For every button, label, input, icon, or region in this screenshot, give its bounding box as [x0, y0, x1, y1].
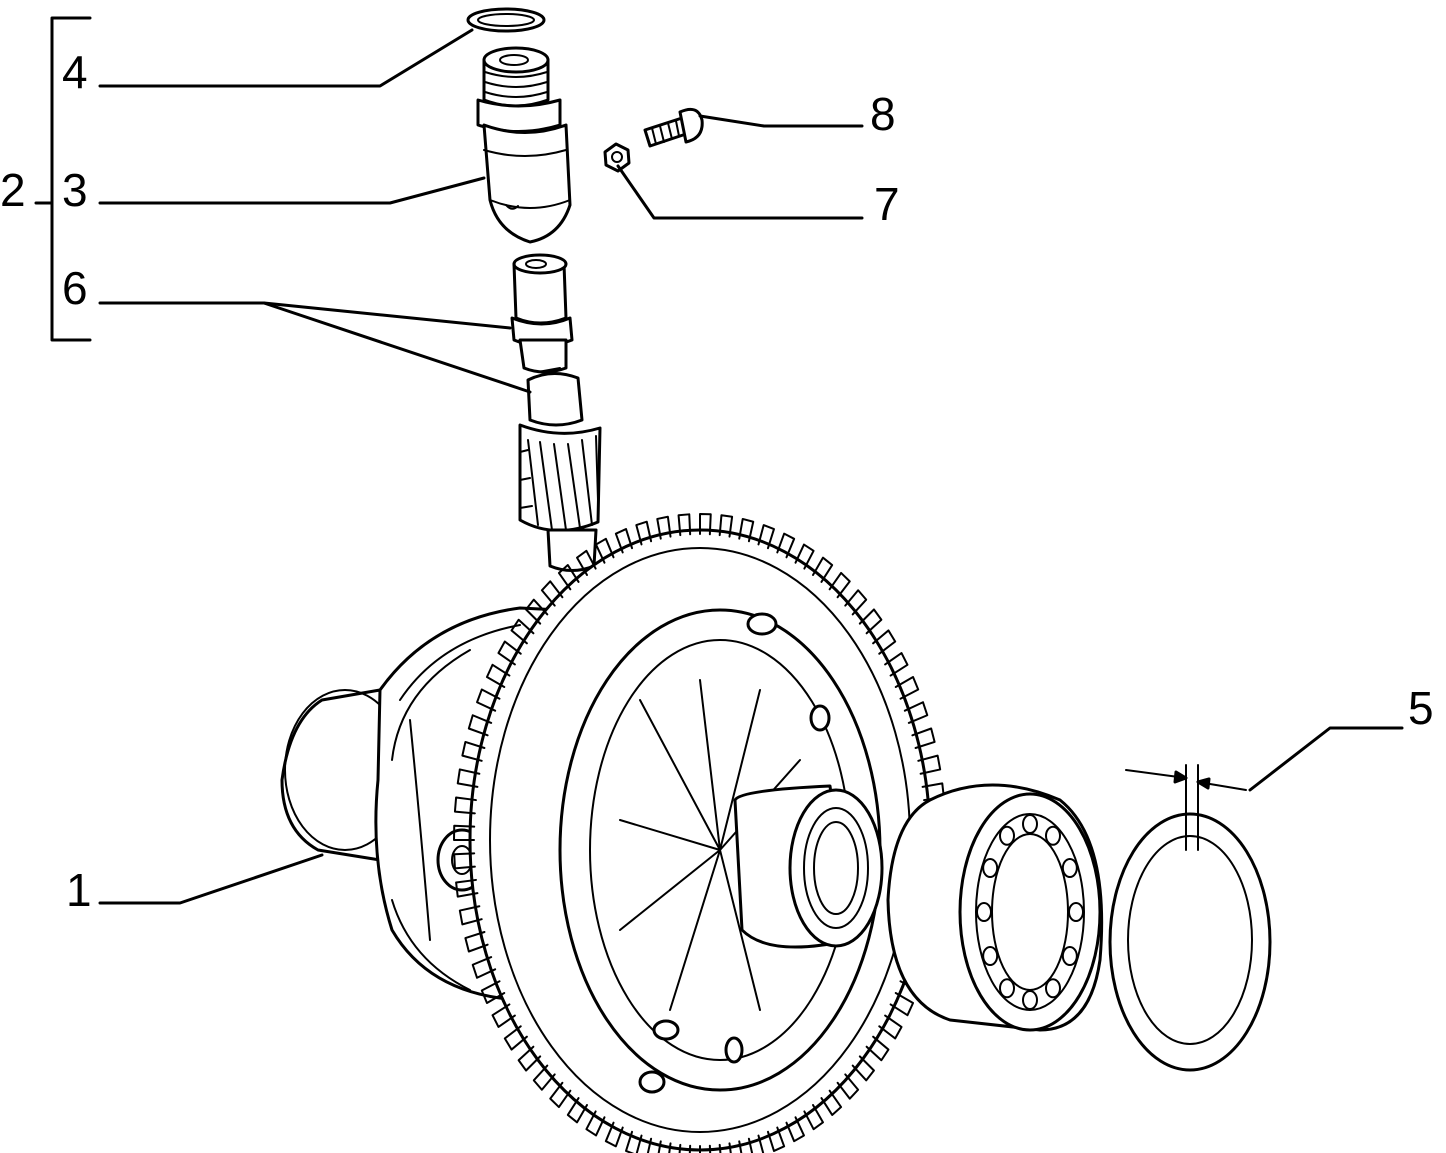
gear-tooth — [453, 796, 477, 815]
gear-tooth — [485, 663, 511, 688]
gear-tooth — [646, 1137, 662, 1153]
gear-tooth — [455, 878, 479, 898]
bearing-ball — [1068, 902, 1084, 922]
part-shim-ring — [1108, 764, 1272, 1072]
gear-tooth — [480, 980, 506, 1004]
part-bearing — [886, 783, 1104, 1032]
bearing-ball — [1022, 814, 1038, 834]
gear-tooth — [635, 520, 653, 546]
gear-tooth — [889, 992, 915, 1017]
gear-tooth — [718, 514, 734, 538]
callout-2: 2 — [0, 164, 26, 216]
gear-tooth — [757, 524, 775, 550]
part-o-ring — [466, 7, 546, 33]
gear-tooth — [851, 1055, 875, 1082]
gear-tooth — [677, 513, 692, 537]
bearing-ball — [976, 902, 992, 922]
gear-tooth — [497, 640, 522, 666]
bearing-ball — [1045, 978, 1061, 999]
gear-tooth — [566, 1097, 588, 1124]
gear-tooth — [503, 1025, 528, 1051]
gear-tooth — [576, 549, 597, 576]
gear-tooth — [456, 768, 481, 788]
bearing-ball — [1061, 858, 1078, 878]
gear-tooth — [794, 543, 815, 570]
gear-tooth — [532, 1064, 556, 1091]
gear-tooth — [595, 537, 615, 564]
part-screw — [643, 107, 704, 148]
gear-tooth — [911, 727, 936, 749]
group-bracket — [34, 16, 92, 342]
gear-tooth — [656, 515, 672, 540]
gear-tooth — [471, 956, 497, 979]
bearing-ball — [982, 946, 999, 966]
gear-tooth — [776, 532, 796, 559]
bearing-ball — [982, 858, 999, 878]
gear-tooth — [917, 754, 942, 775]
gear-tooth — [803, 1104, 824, 1131]
callout-labels: 2 4 3 6 8 7 1 5 — [0, 46, 1434, 916]
gear-tooth — [510, 618, 535, 645]
gear-tooth — [872, 629, 897, 655]
gear-tooth — [464, 931, 489, 953]
gear-tooth — [766, 1126, 786, 1152]
gear-tooth — [453, 852, 476, 870]
gear-tooth — [884, 652, 909, 677]
gear-tooth — [476, 688, 501, 712]
gear-tooth — [517, 1045, 542, 1072]
gear-tooth — [491, 1003, 516, 1028]
gear-tooth — [844, 589, 868, 616]
gear-tooth — [828, 571, 851, 599]
gear-tooth — [557, 564, 580, 591]
gear-tooth — [894, 676, 920, 700]
gear-tooth — [820, 1089, 843, 1116]
callout-5: 5 — [1408, 682, 1434, 734]
gear-tooth — [903, 701, 929, 724]
gear-tooth — [785, 1116, 805, 1143]
bearing-ball — [1061, 946, 1078, 966]
gear-tooth — [836, 1073, 860, 1100]
leader-lines — [98, 28, 1404, 905]
gear-tooth — [585, 1110, 606, 1137]
bearing-ball — [999, 825, 1015, 846]
gear-tooth — [549, 1081, 572, 1109]
gear-tooth — [614, 528, 634, 554]
callout-4: 4 — [62, 46, 88, 98]
gear-tooth — [604, 1121, 624, 1148]
gear-tooth — [865, 1035, 890, 1062]
part-nut — [603, 142, 631, 173]
bearing-ball — [1045, 825, 1061, 846]
bearing-ball — [999, 978, 1015, 999]
gear-tooth — [453, 824, 476, 841]
part-pinion-shaft — [510, 253, 602, 572]
gear-tooth — [525, 598, 549, 625]
part-sleeve — [476, 46, 572, 244]
callout-3: 3 — [62, 164, 88, 216]
callout-6: 6 — [62, 262, 88, 314]
gear-tooth — [728, 1140, 743, 1153]
gear-tooth — [540, 580, 564, 607]
part-differential — [280, 513, 947, 1153]
callout-7: 7 — [874, 178, 900, 230]
gear-tooth — [878, 1014, 903, 1040]
gear-tooth — [812, 556, 834, 583]
bearing-ball — [1022, 990, 1038, 1010]
gear-tooth — [461, 740, 486, 762]
gear-tooth — [699, 513, 712, 536]
bearing-balls — [976, 814, 1084, 1010]
gear-tooth — [458, 905, 483, 926]
gear-tooth — [858, 608, 883, 635]
callout-8: 8 — [870, 88, 896, 140]
gear-tooth — [747, 1134, 765, 1153]
gear-tooth — [738, 517, 755, 543]
gear-tooth — [467, 714, 493, 737]
callout-1: 1 — [66, 864, 92, 916]
